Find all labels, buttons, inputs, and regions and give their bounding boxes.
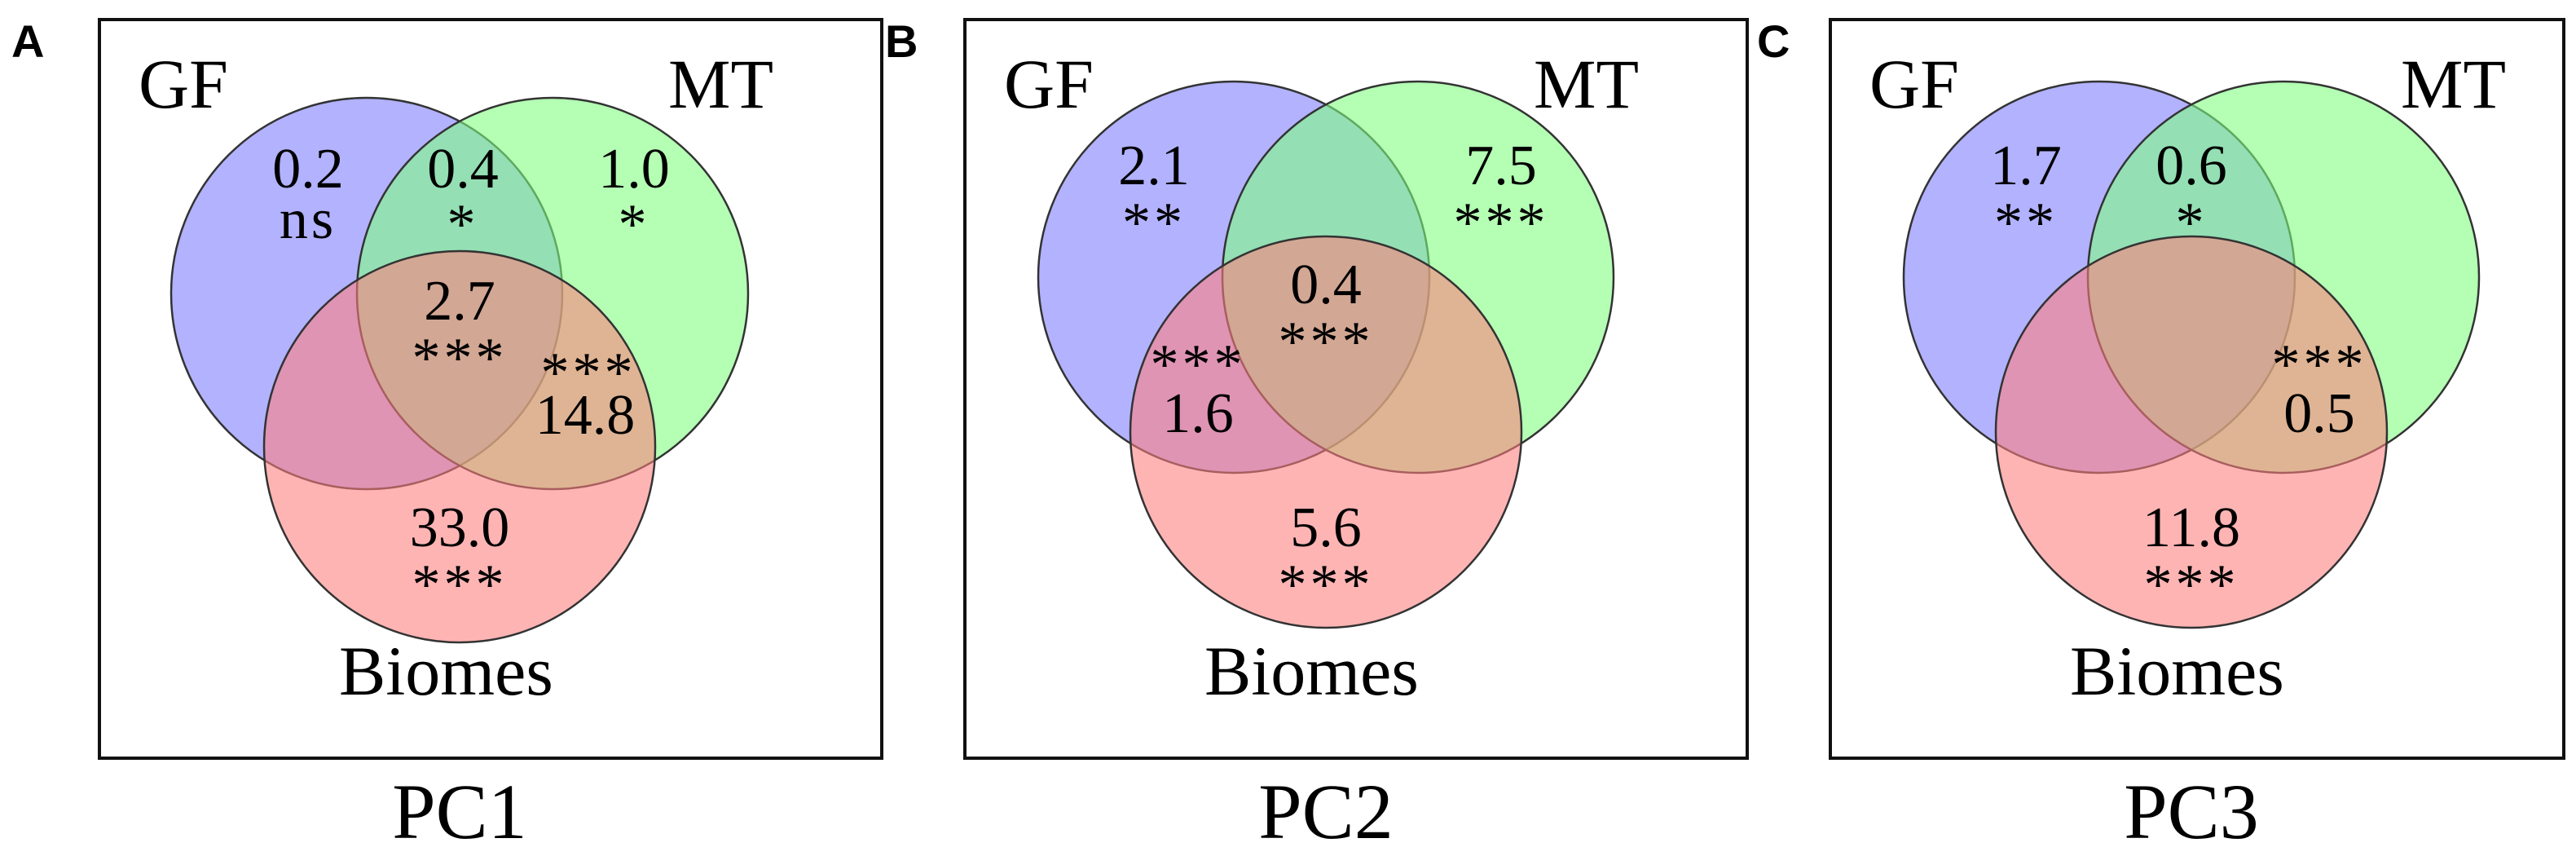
panel-frame	[963, 18, 1749, 760]
region-gf-mt-sig: *	[2176, 192, 2208, 254]
pc-label: PC1	[392, 768, 526, 855]
biomes-circle	[1129, 235, 1523, 629]
region-gf-mt-sig: *	[447, 193, 479, 256]
panel-frame	[1829, 18, 2565, 760]
region-all-value: 0.4	[1290, 254, 1362, 316]
biomes-label: Biomes	[1204, 632, 1419, 710]
region-mt-biomes-value: 0.5	[2283, 382, 2355, 445]
biomes-circle	[262, 249, 657, 644]
region-mt-only-value: 1.0	[598, 138, 670, 201]
panel-letter: A	[11, 15, 44, 67]
gf-label: GF	[139, 45, 228, 123]
region-gf-only-value: 0.2	[272, 138, 344, 201]
region-mt-biomes-value: 14.8	[535, 384, 636, 447]
panel-b: B GF MT Biomes 2.1 ** 7.5 *** 0.4 *** **…	[885, 15, 1749, 855]
region-gf-only-sig: **	[1122, 192, 1186, 254]
biomes-label: Biomes	[2070, 632, 2284, 710]
panel-letter: B	[885, 15, 918, 67]
region-mt-biomes-sig: ***	[2272, 333, 2367, 396]
mt-label: MT	[1534, 45, 1639, 123]
region-biomes-only-value: 5.6	[1290, 496, 1362, 559]
region-gf-mt-value: 0.4	[427, 138, 499, 201]
region-biomes-only-sig: ***	[2144, 554, 2239, 616]
mt-label: MT	[668, 45, 773, 123]
region-biomes-only-value: 11.8	[2142, 496, 2240, 559]
panel-frame	[98, 18, 883, 760]
region-gf-biomes-sig: ***	[1151, 333, 1246, 396]
region-mt-only-value: 7.5	[1465, 135, 1537, 197]
gf-label: GF	[1004, 45, 1094, 123]
panel-a: A GF MT Biomes 0.2 ns 0.4 * 1.0 * 2.7 **…	[11, 15, 883, 855]
gf-label: GF	[1869, 45, 1959, 123]
region-gf-only-value: 1.7	[1990, 135, 2062, 197]
panel-c: C GF MT Biomes 1.7 ** 0.6 * *** 0.5 11.8…	[1757, 15, 2565, 855]
region-mt-only-sig: ***	[1454, 192, 1549, 254]
region-gf-only-value: 2.1	[1118, 135, 1190, 197]
region-all-value: 2.7	[424, 270, 495, 333]
region-biomes-only-value: 33.0	[410, 496, 510, 559]
region-mt-only-sig: *	[619, 193, 650, 256]
pc-label: PC2	[1258, 768, 1393, 855]
mt-label: MT	[2401, 45, 2506, 123]
region-gf-biomes-value: 1.6	[1162, 382, 1234, 445]
biomes-label: Biomes	[339, 632, 553, 710]
region-biomes-only-sig: ***	[1279, 554, 1374, 616]
region-gf-mt-value: 0.6	[2155, 135, 2227, 197]
region-mt-biomes-sig: ***	[541, 342, 636, 404]
region-gf-only-sig: **	[1994, 192, 2058, 254]
panel-letter: C	[1757, 15, 1790, 67]
region-gf-only-sig: ns	[280, 188, 337, 251]
region-biomes-only-sig: ***	[412, 554, 508, 616]
pc-label: PC3	[2124, 768, 2258, 855]
region-all-sig: ***	[1279, 311, 1374, 373]
region-all-sig: ***	[412, 327, 508, 390]
biomes-circle	[1994, 235, 2389, 629]
